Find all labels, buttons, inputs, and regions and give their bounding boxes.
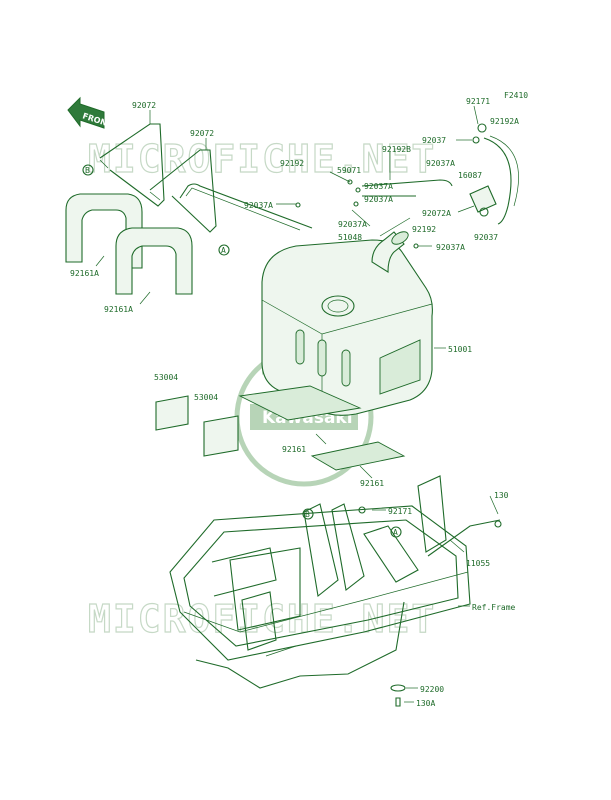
fuel-tank-strap-left [99, 123, 165, 207]
callout-a-frame-text: A [393, 528, 398, 537]
part-label: 92037A [426, 159, 455, 168]
fuel-filter-16087 [469, 185, 497, 213]
watermark-text-bottom: MICROFICHE.NET [88, 597, 436, 641]
part-label: 130 [494, 491, 509, 500]
strap-pad-lower [115, 227, 193, 295]
part-label: 53004 [194, 393, 218, 402]
part-label: 51048 [338, 233, 362, 242]
part-label: 92192A [490, 117, 519, 126]
leader-lines [95, 105, 499, 703]
part-label: 92072 [190, 129, 214, 138]
reference-frame-label: Ref.Frame [472, 603, 516, 612]
part-label: 16087 [458, 171, 482, 180]
watermark-top: MICROFICHE.NET [87, 136, 436, 181]
fuel-tank-strap-right [149, 149, 217, 233]
figure-code: F2410 [504, 91, 528, 100]
front-arrow-icon: FRONT [67, 96, 114, 130]
part-label: 51001 [448, 345, 472, 354]
part-label: 92192B [382, 145, 411, 154]
callout-b-frame: B [302, 508, 314, 520]
hose-clamps [472, 123, 489, 217]
strap-pad-upper [65, 193, 143, 269]
watermark-text-top: MICROFICHE.NET [88, 137, 436, 181]
fuel-tank [261, 239, 433, 416]
part-label: 92037A [364, 182, 393, 191]
part-label: 92161A [70, 269, 99, 278]
part-label: 92037 [422, 136, 446, 145]
bolt-130a [390, 684, 406, 707]
callout-b-top: B [82, 164, 94, 176]
part-label: 92161 [360, 479, 384, 488]
callout-a-frame: A [390, 526, 402, 538]
part-label: 92037A [244, 201, 273, 210]
part-label: 92192 [280, 159, 304, 168]
part-label: 92072 [132, 101, 156, 110]
watermark-bottom: MICROFICHE.NET [87, 596, 436, 641]
part-labels: 92072 92072 92161A 92161A 92192 92037A 5… [70, 97, 519, 708]
tank-pad-92161-lower [310, 441, 406, 471]
tank-pad-92161-upper [238, 385, 362, 421]
part-label: 92037A [436, 243, 465, 252]
filler-neck [371, 231, 409, 273]
callout-b-frame-text: B [305, 510, 310, 519]
callout-a-top: A [218, 244, 230, 256]
decal-53004-left [155, 395, 189, 431]
decal-53004-right [203, 415, 239, 457]
part-label: 59071 [337, 166, 361, 175]
part-label: 11055 [466, 559, 490, 568]
part-label: 92200 [420, 685, 444, 694]
callout-b-top-text: B [85, 166, 90, 175]
part-label: 92037 [474, 233, 498, 242]
part-label: 92171 [388, 507, 412, 516]
part-label: 92037A [364, 195, 393, 204]
fuel-hose-right [483, 135, 519, 225]
vehicle-frame [169, 475, 501, 689]
vent-hose-upper [361, 179, 453, 197]
part-label: 92072A [422, 209, 451, 218]
part-label: 92161 [282, 445, 306, 454]
callout-a-top-text: A [221, 246, 226, 255]
part-label: 53004 [154, 373, 178, 382]
hose-clip-marks [295, 179, 502, 528]
part-label: 92192 [412, 225, 436, 234]
part-label: 92037A [338, 220, 367, 229]
part-label: 92161A [104, 305, 133, 314]
part-label: 130A [416, 699, 435, 708]
part-label: 92171 [466, 97, 490, 106]
vent-hose-left [179, 183, 313, 231]
